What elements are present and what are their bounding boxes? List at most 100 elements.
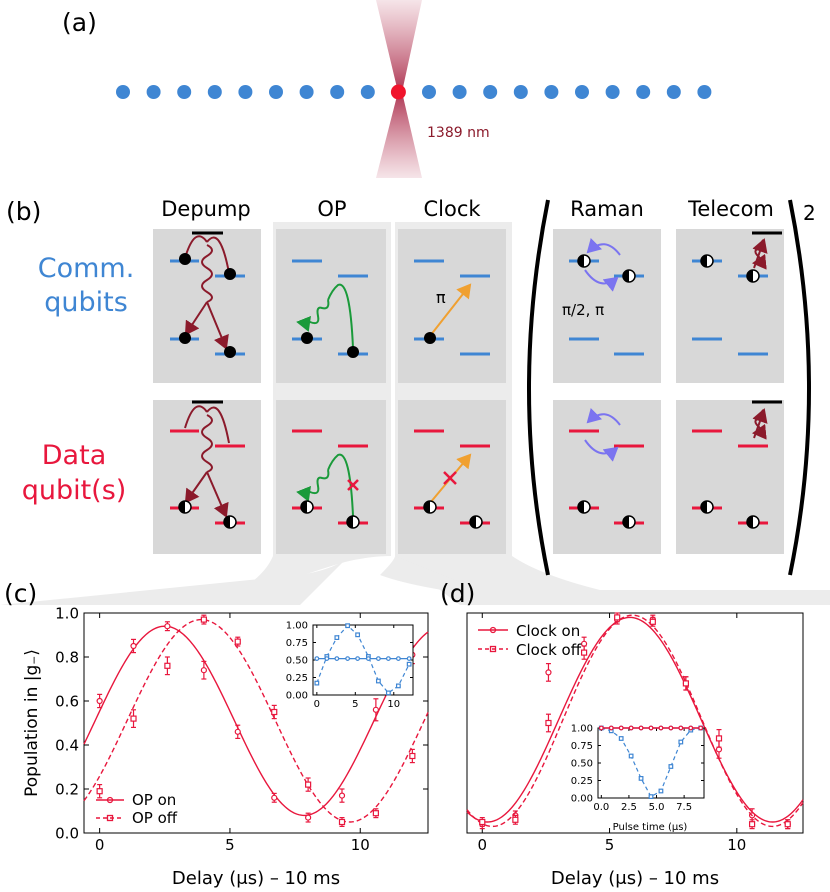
atom	[238, 85, 253, 99]
inset-d-flat-point	[648, 725, 654, 731]
box-depump-data	[153, 400, 261, 554]
data-point	[668, 764, 674, 769]
data-point	[638, 775, 644, 781]
data-point	[395, 656, 401, 661]
atom	[269, 85, 283, 99]
x-tick-label: 10	[387, 699, 400, 710]
data-point	[271, 794, 278, 801]
inset-d-flat-point	[618, 725, 624, 731]
laser-beam-top	[376, 0, 422, 92]
box-raman-comm	[553, 229, 661, 383]
box-clock-comm	[398, 229, 506, 383]
box-raman-data	[553, 400, 661, 554]
inset-d-flat-point	[638, 725, 644, 731]
x-tick-label: 0	[314, 699, 320, 710]
x-tick-label: 5	[225, 836, 235, 854]
data-point	[200, 667, 207, 674]
x-tick-label: 10	[351, 836, 370, 854]
column-title-telecom: Telecom	[687, 197, 774, 221]
pi-label: π	[436, 288, 446, 307]
data-point	[334, 656, 340, 661]
x-tick-label: 5.0	[649, 802, 665, 813]
level-diagram-boxes	[153, 229, 784, 554]
data-point	[618, 736, 624, 741]
inset-c-frame	[312, 624, 414, 696]
fit-curve	[83, 618, 429, 823]
data-point	[406, 656, 412, 661]
series-dashed	[83, 614, 429, 828]
data-point	[355, 632, 361, 638]
x-tick-label: 2.5	[621, 802, 637, 813]
data-point	[545, 719, 552, 727]
panel-label-d: (d)	[440, 579, 475, 608]
inset-d-flat-point	[658, 725, 664, 731]
row-label-data-1: Data	[42, 440, 106, 471]
data-point	[338, 792, 346, 799]
data-point	[200, 616, 207, 623]
data-point	[372, 810, 379, 817]
data-point	[682, 680, 690, 687]
legend-c-op-off: OP off	[132, 809, 178, 827]
legend-c: OP on OP off	[96, 791, 178, 827]
depump-comm-diagram	[170, 231, 245, 358]
x-tick-label: 5	[352, 699, 358, 710]
inset-d-flat-point	[608, 725, 614, 731]
data-point	[545, 669, 552, 676]
box-telecom-data	[676, 400, 784, 554]
atom	[207, 85, 222, 99]
y-tick-label: 0.25	[571, 776, 593, 787]
y-tick-label: 0.50	[286, 656, 308, 667]
x-tick-label: 0	[477, 836, 487, 854]
data-point	[355, 656, 361, 661]
data-point	[658, 788, 664, 794]
atom	[513, 85, 528, 99]
data-point	[748, 821, 756, 828]
atom	[177, 85, 192, 99]
column-title-raman: Raman	[570, 197, 644, 221]
y-tick-label: 1.00	[286, 621, 308, 632]
legend-c-op-on: OP on	[132, 791, 176, 809]
exponent-label: 2	[803, 201, 816, 225]
clock-comm-diagram: π	[414, 259, 490, 356]
data-point	[375, 678, 381, 684]
atom	[360, 85, 375, 99]
atom	[636, 85, 651, 99]
data-point	[395, 683, 401, 689]
atom	[666, 85, 681, 99]
y-tick-label: 0.50	[571, 759, 593, 770]
data-point	[130, 642, 137, 650]
y-tick-label: 0.00	[286, 691, 308, 702]
data-point	[678, 739, 684, 745]
column-title-op: OP	[317, 197, 346, 221]
left-parenthesis	[527, 199, 550, 576]
data-point	[338, 818, 346, 826]
connect-line	[601, 727, 701, 798]
inset-d-flat-point	[598, 725, 604, 731]
data-point	[305, 781, 312, 788]
y-tick-label: 1.00	[571, 724, 593, 735]
data-point	[406, 661, 412, 667]
y-tick-label: 0.75	[571, 741, 593, 752]
xlabel-d: Delay (μs) – 10 ms	[551, 868, 719, 889]
ylabel-c: Population in |g₋⟩	[22, 649, 42, 797]
laser-beam-bottom	[376, 92, 422, 178]
raman-comm-diagram: π/2, π	[562, 237, 644, 356]
legend-d: Clock on Clock off	[478, 622, 582, 659]
inset-d-flat-point	[698, 725, 704, 731]
y-tick-label: 0.2	[55, 780, 79, 798]
row-label-data-2: qubit(s)	[22, 475, 127, 506]
raman-pulse-label: π/2, π	[562, 301, 604, 319]
x-tick-label: 10	[727, 836, 746, 854]
data-point	[784, 821, 791, 828]
data-point	[385, 690, 391, 696]
atom	[299, 85, 314, 99]
op-data-diagram	[292, 429, 368, 529]
row-label-comm-1: Comm.	[38, 253, 135, 284]
y-tick-label: 0.8	[55, 648, 79, 666]
fit-curve	[466, 614, 804, 828]
telecom-data-diagram	[692, 400, 782, 529]
data-point	[614, 614, 621, 621]
